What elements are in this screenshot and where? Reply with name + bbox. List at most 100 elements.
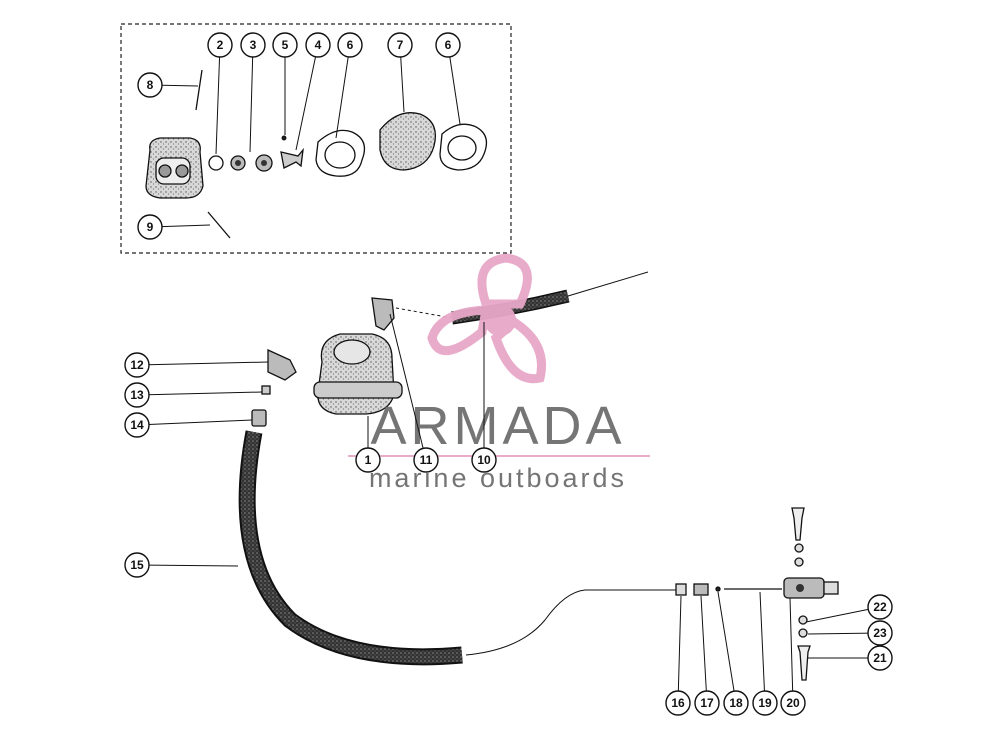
pump-body-part <box>145 137 204 199</box>
callout-leader <box>717 591 737 704</box>
callout-c4: 4 <box>295 32 331 151</box>
callout-number: 9 <box>147 220 154 234</box>
callout-number: 6 <box>347 38 354 52</box>
callout-number: 2 <box>217 38 224 52</box>
callout-number: 14 <box>130 418 144 432</box>
callout-c6a: 6 <box>335 32 363 139</box>
callout-circle <box>723 690 749 716</box>
callout-number: 19 <box>758 696 772 710</box>
fitting-14 <box>251 409 267 427</box>
screw-part-9 <box>207 211 231 239</box>
callout-circle <box>305 32 331 58</box>
callout-circle <box>207 32 233 58</box>
callout-c19: 19 <box>752 591 778 716</box>
callout-leader <box>295 44 319 151</box>
callout-leader <box>136 564 239 567</box>
callout-circle <box>137 214 163 240</box>
callout-leader <box>335 44 351 139</box>
callout-leader <box>136 419 253 426</box>
callout-number: 12 <box>130 358 144 372</box>
callout-circle <box>124 382 150 408</box>
callout-number: 16 <box>671 696 685 710</box>
pin-part <box>281 135 287 141</box>
callout-number: 13 <box>130 388 144 402</box>
callout-c9: 9 <box>137 214 211 240</box>
clamp-18 <box>715 586 721 592</box>
callout-circle <box>867 620 893 646</box>
elbow-fitting-12 <box>267 348 297 381</box>
tee-fitting-20 <box>783 577 839 599</box>
callout-c6b: 6 <box>435 32 461 125</box>
diaphragm-part <box>379 112 437 171</box>
fuel-hose-15 <box>240 430 463 664</box>
callout-c22: 22 <box>805 594 893 623</box>
callout-c2: 2 <box>207 32 233 155</box>
callout-circle <box>124 552 150 578</box>
callout-number: 22 <box>873 600 887 614</box>
callout-number: 18 <box>729 696 743 710</box>
callout-number: 4 <box>315 38 322 52</box>
callout-c21: 21 <box>808 645 893 671</box>
callout-leader <box>447 44 461 125</box>
callout-leader <box>389 313 427 461</box>
callout-c12: 12 <box>124 352 269 378</box>
callout-number: 8 <box>147 78 154 92</box>
callout-number: 17 <box>700 696 714 710</box>
screw-part-8 <box>195 69 203 111</box>
callout-number: 3 <box>250 38 257 52</box>
callout-number: 20 <box>786 696 800 710</box>
fitting-16 <box>675 583 687 596</box>
repair-kit-outline <box>120 23 512 254</box>
elbow-fitting-11 <box>371 297 395 331</box>
callout-c10: 10 <box>471 322 497 473</box>
callout-circle <box>124 412 150 438</box>
callout-circle <box>694 690 720 716</box>
ball-part <box>208 155 224 171</box>
callout-circle <box>867 645 893 671</box>
fitting-13 <box>261 385 271 395</box>
callout-circle <box>471 447 497 473</box>
callout-leader <box>789 597 794 704</box>
callout-c13: 13 <box>124 382 263 408</box>
callout-leader <box>759 591 766 704</box>
callout-c14: 14 <box>124 412 253 438</box>
callout-leader <box>700 595 708 704</box>
valve-parts <box>230 154 273 172</box>
callout-number: 6 <box>445 38 452 52</box>
callout-leader <box>215 44 221 155</box>
callout-number: 23 <box>873 626 887 640</box>
propeller-logo-icon <box>427 253 546 384</box>
callout-number: 7 <box>397 38 404 52</box>
callout-number: 11 <box>420 453 433 467</box>
callout-number: 1 <box>365 453 372 467</box>
watermark-subtitle: marine outboards <box>369 463 627 493</box>
callout-circle <box>124 352 150 378</box>
callout-circle <box>867 594 893 620</box>
callout-circle <box>240 32 266 58</box>
callout-number: 21 <box>873 651 887 665</box>
callout-circle <box>413 447 439 473</box>
fitting-17 <box>693 583 709 596</box>
callout-circle <box>780 690 806 716</box>
callout-c15: 15 <box>124 552 239 578</box>
callout-circle <box>752 690 778 716</box>
callout-c5: 5 <box>272 32 298 135</box>
watermark-title: ARMADA <box>370 396 625 456</box>
callout-c16: 16 <box>665 595 691 716</box>
callout-c3: 3 <box>240 32 266 153</box>
callout-number: 5 <box>282 38 289 52</box>
callout-c18: 18 <box>717 591 749 716</box>
fuel-pump-part <box>313 333 403 415</box>
callout-c11: 11 <box>389 313 439 473</box>
bolt-stack-21 <box>791 507 811 681</box>
callout-c7: 7 <box>387 32 413 113</box>
callout-circle <box>337 32 363 58</box>
callout-c1: 1 <box>355 416 381 473</box>
callout-leader <box>136 391 263 396</box>
callout-circle <box>355 447 381 473</box>
callout-c17: 17 <box>694 595 720 716</box>
callout-circle <box>272 32 298 58</box>
callout-c23: 23 <box>807 620 893 646</box>
spring-part <box>280 147 304 169</box>
